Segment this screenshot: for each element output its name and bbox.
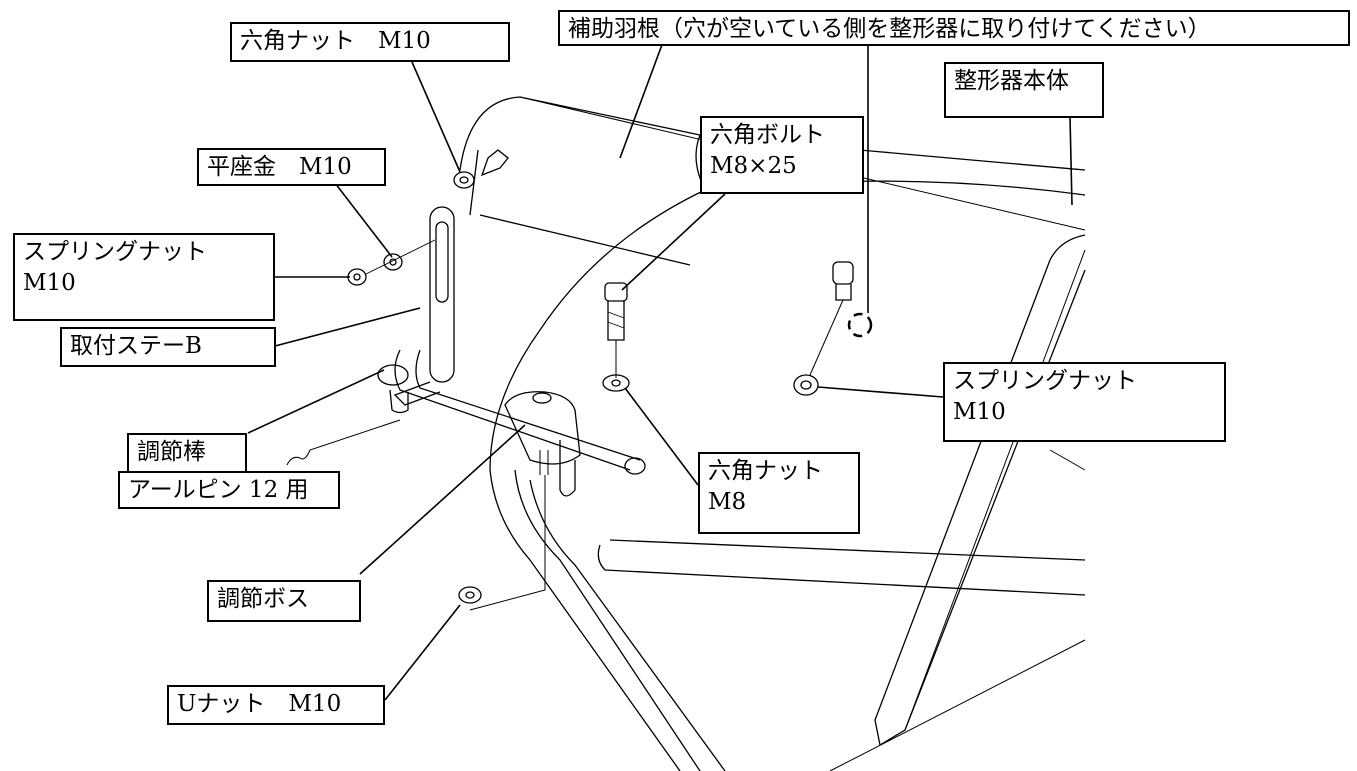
label-text: M8×25 [710, 153, 797, 180]
label-spring-nut-right: スプリングナット M10 [943, 362, 1226, 442]
label-u-nut: Uナット M10 [167, 685, 385, 725]
label-hex-nut-m8: 六角ナット M8 [698, 452, 860, 534]
label-adjust-rod: 調節棒 [127, 433, 247, 475]
label-flat-washer: 平座金 M10 [197, 148, 386, 186]
label-text: 六角ナット M10 [240, 28, 431, 54]
small-hardware-left [347, 149, 509, 286]
label-text: スプリングナット [953, 368, 1137, 394]
r-pin-part [286, 419, 401, 466]
adjust-boss-part [469, 391, 581, 611]
label-text: 補助羽根（穴が空いている側を整形器に取り付けてください） [568, 16, 1211, 42]
label-shaper-body: 整形器本体 [944, 62, 1104, 118]
hex-bolt-part [602, 282, 630, 392]
hole-marker [847, 312, 873, 338]
small-hardware-right [458, 261, 854, 604]
leader-lines [247, 41, 1073, 701]
label-text: M10 [23, 270, 76, 297]
label-r-pin: アールピン 12 用 [118, 471, 340, 509]
label-adjust-boss: 調節ボス [207, 580, 361, 622]
label-text: スプリングナット [23, 239, 207, 265]
label-text: 取付ステーB [70, 333, 202, 359]
label-text: 調節ボス [217, 586, 309, 612]
label-text: アールピン 12 用 [128, 477, 309, 503]
label-hex-nut-m10-top: 六角ナット M10 [230, 22, 510, 62]
adjust-rod-part [377, 349, 646, 475]
label-hex-bolt: 六角ボルト M8×25 [700, 116, 864, 194]
label-text: 平座金 M10 [207, 154, 352, 180]
label-aux-vane: 補助羽根（穴が空いている側を整形器に取り付けてください） [558, 10, 1350, 46]
label-stay-b: 取付ステーB [60, 327, 276, 367]
mounting-stay-part [393, 206, 455, 406]
label-spring-nut-left: スプリングナット M10 [13, 233, 275, 321]
label-text: 六角ナット [708, 458, 823, 484]
label-text: M10 [953, 399, 1006, 426]
label-text: M8 [708, 489, 747, 516]
label-text: 調節棒 [137, 439, 206, 465]
label-text: 六角ボルト [710, 122, 825, 148]
label-text: 整形器本体 [954, 68, 1069, 94]
label-text: Uナット M10 [177, 691, 342, 717]
